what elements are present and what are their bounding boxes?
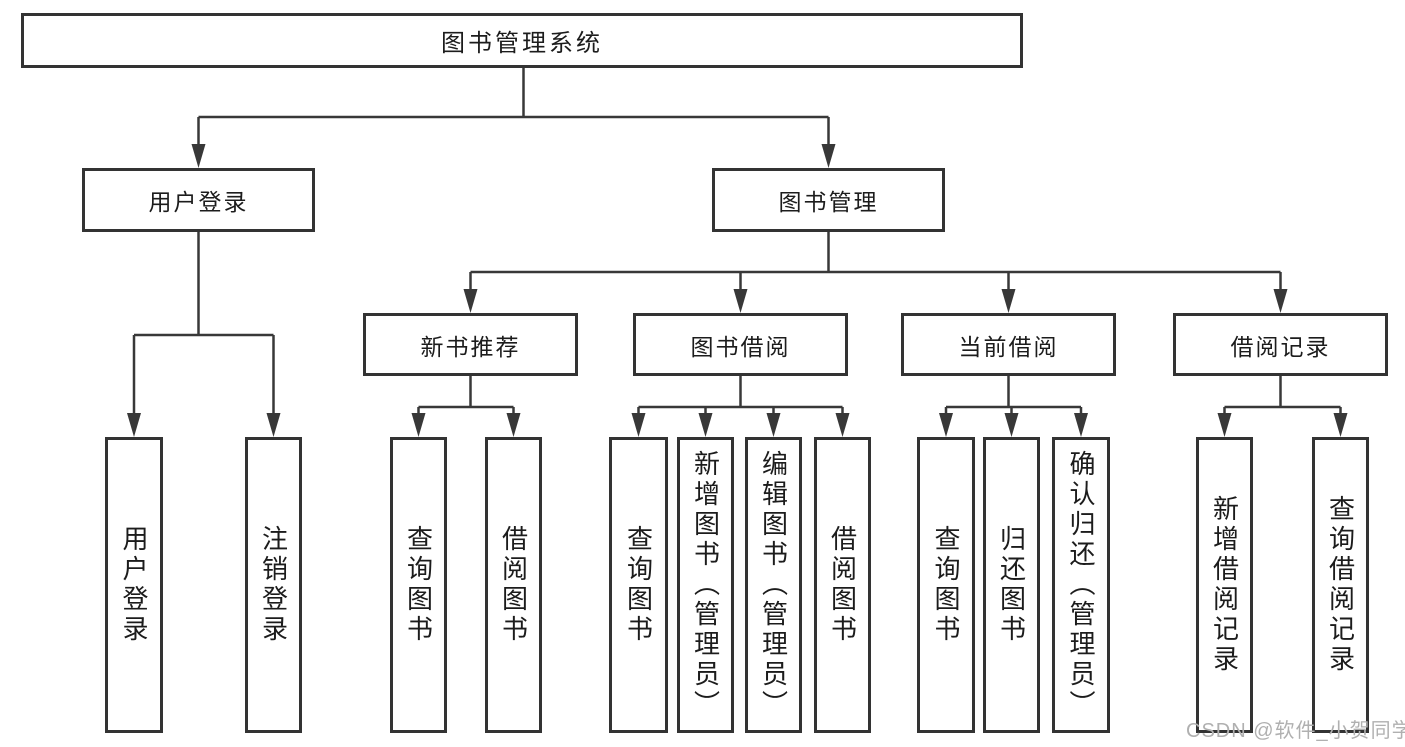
leaf-add-borrow-record: 新增借阅记录: [1196, 437, 1253, 733]
node-book-management: 图书管理: [712, 168, 945, 232]
node-label: 新增借阅记录: [1209, 495, 1240, 675]
node-new-book-recommend: 新书推荐: [363, 313, 578, 376]
node-label: 图书管理系统: [441, 30, 603, 57]
leaf-user-login: 用户登录: [105, 437, 163, 733]
node-label: 当前借阅: [958, 333, 1059, 360]
node-label: 借阅图书: [827, 525, 858, 645]
csdn-watermark: CSDN @软件_小贺同学: [1186, 720, 1405, 742]
node-label: 借阅图书: [498, 525, 529, 645]
leaf-query-books-current: 查询图书: [917, 437, 975, 733]
node-label: 查询图书: [931, 525, 961, 645]
node-system-root: 图书管理系统: [21, 13, 1023, 68]
leaf-add-books-admin: 新增图书（管理员）: [677, 437, 734, 733]
leaf-borrow-books-recommend: 借阅图书: [485, 437, 542, 733]
node-label: 新增图书（管理员）: [690, 450, 721, 720]
node-label: 用户登录: [119, 525, 149, 645]
node-label: 图书管理: [778, 189, 879, 215]
node-label: 查询图书: [623, 525, 654, 645]
leaf-borrow-books: 借阅图书: [814, 437, 871, 733]
leaf-logout: 注销登录: [245, 437, 302, 733]
node-user-login: 用户登录: [82, 168, 315, 232]
node-label: 编辑图书（管理员）: [758, 450, 789, 720]
node-book-borrow: 图书借阅: [633, 313, 848, 376]
leaf-query-books-borrow: 查询图书: [609, 437, 668, 733]
leaf-edit-books-admin: 编辑图书（管理员）: [745, 437, 802, 733]
node-label: 查询图书: [403, 525, 434, 645]
node-label: 注销登录: [258, 525, 289, 645]
leaf-return-books: 归还图书: [983, 437, 1040, 733]
node-label: 查询借阅记录: [1325, 495, 1356, 675]
node-label: 用户登录: [148, 189, 249, 215]
leaf-query-books-recommend: 查询图书: [390, 437, 447, 733]
node-label: 确认归还（管理员）: [1066, 450, 1096, 720]
node-label: 图书借阅: [690, 333, 791, 360]
node-label: 借阅记录: [1230, 333, 1331, 360]
node-label: 新书推荐: [420, 333, 521, 360]
arrowheads: [127, 144, 1348, 437]
leaf-query-borrow-record: 查询借阅记录: [1312, 437, 1369, 733]
node-current-borrow: 当前借阅: [901, 313, 1116, 376]
leaf-confirm-return-admin: 确认归还（管理员）: [1052, 437, 1110, 733]
node-borrow-records: 借阅记录: [1173, 313, 1388, 376]
node-label: 归还图书: [996, 525, 1027, 645]
